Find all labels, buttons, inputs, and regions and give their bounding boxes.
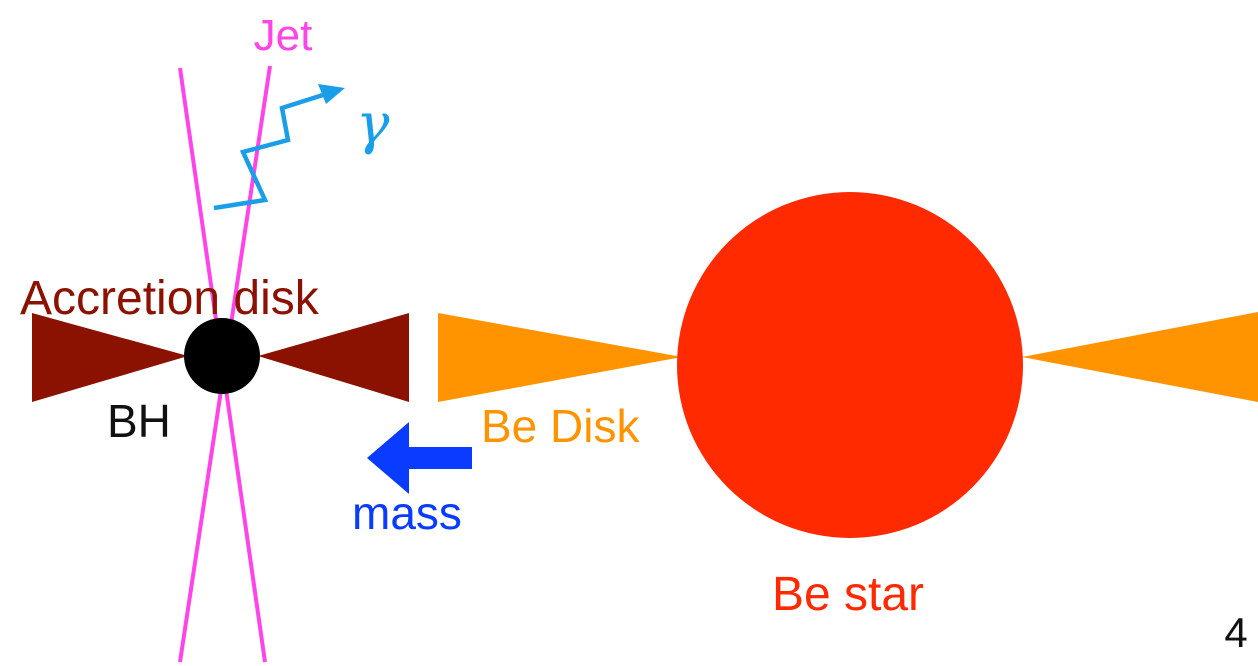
- jet-label: Jet: [254, 11, 313, 60]
- zigzag-arrow-icon: [213, 84, 345, 211]
- be-disk-label: Be Disk: [481, 400, 640, 452]
- bh-label: BH: [107, 395, 171, 447]
- accretion-disk-left: [32, 313, 188, 402]
- black-hole: [184, 318, 260, 394]
- be-disk-right: [1022, 312, 1258, 402]
- gamma-label: γ: [356, 92, 390, 157]
- left-arrow-icon: [367, 422, 472, 494]
- mass-label: mass: [352, 487, 462, 539]
- accretion-disk-label: Accretion disk: [20, 272, 320, 325]
- be-disk-left: [438, 313, 682, 402]
- accretion-disk-right: [258, 313, 409, 402]
- page-number: 4: [1224, 609, 1247, 656]
- be-star-label: Be star: [772, 568, 924, 621]
- be-star: [677, 192, 1023, 538]
